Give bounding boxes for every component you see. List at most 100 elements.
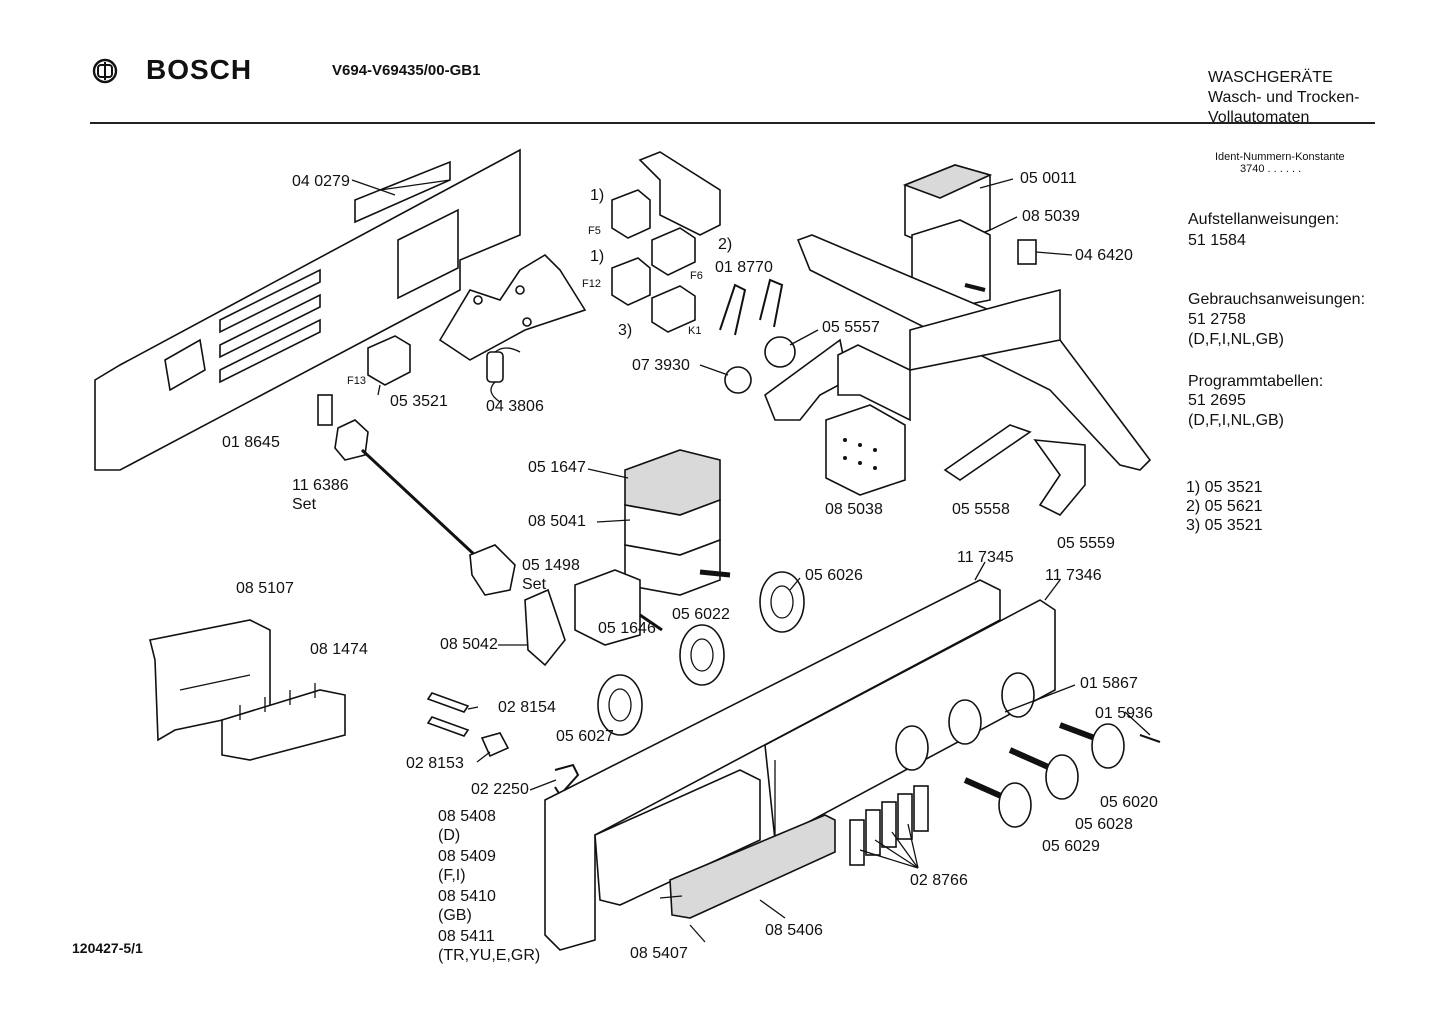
switch-block-08-1474-part (221, 683, 346, 761)
document-number: 120427-5/1 (72, 940, 143, 956)
part-label: 05 5558 (952, 501, 1010, 518)
gebrauch-lang: (D,F,I,NL,GB) (1188, 331, 1285, 348)
part-label: 05 1646 (598, 620, 656, 637)
relay-f13-part (367, 335, 411, 396)
push-button-part (849, 785, 929, 869)
timer-main-part (624, 449, 731, 596)
part-label: 05 6026 (805, 567, 863, 584)
part-label: 05 6020 (1100, 794, 1158, 811)
lamp-part (724, 366, 752, 394)
part-variant: (D) (438, 827, 461, 844)
ident-value: 3740 . . . . . . (1240, 163, 1302, 175)
gebrauch-label: Gebrauchsanweisungen: (1188, 291, 1366, 308)
part-label-set: Set (292, 496, 317, 513)
lever-part (943, 424, 1032, 481)
part-variant: (GB) (438, 907, 472, 924)
part-label: 11 6386 (292, 477, 349, 494)
part-label: 08 1474 (310, 641, 368, 658)
leader-lines (351, 178, 1151, 943)
clip-part (719, 278, 784, 336)
relay-code: F12 (582, 278, 601, 290)
part-label: 08 5038 (825, 501, 883, 518)
relay-code: F13 (347, 375, 366, 387)
program-switch-part (574, 569, 663, 646)
part-label: 07 3930 (632, 357, 690, 374)
part-label: 08 5039 (1022, 208, 1080, 225)
capacitor-part (486, 347, 521, 403)
relay-code: F5 (588, 225, 601, 237)
part-variant: (F,I) (438, 867, 466, 884)
part-label: 08 5042 (440, 636, 498, 653)
switch-part (764, 336, 796, 368)
gebrauch-value: 51 2758 (1188, 311, 1246, 328)
part-label: 08 5408 (438, 808, 496, 825)
part-label: 04 0279 (292, 173, 350, 190)
footnote-2: 2) 05 5621 (1186, 498, 1263, 515)
brand-name: BOSCH (146, 54, 253, 85)
relay-set-part (611, 189, 696, 333)
module-08-5038-part (825, 404, 906, 496)
part-label: 08 5407 (630, 945, 688, 962)
marker-label: 3) (618, 322, 633, 339)
part-label: 08 5107 (236, 580, 294, 597)
display-frame-part (594, 769, 761, 906)
part-label: 05 1647 (528, 459, 586, 476)
part-label: 05 5557 (822, 319, 880, 336)
l-bracket-part (837, 344, 911, 422)
bracket-part (438, 253, 587, 361)
model-number: V694-V69435/00-GB1 (332, 62, 481, 79)
category-line-2: Wasch- und Trocken- (1208, 89, 1360, 106)
aufstell-label: Aufstellanweisungen: (1188, 211, 1340, 228)
marker-label: 1) (590, 187, 605, 204)
footnote-1: 1) 05 3521 (1186, 479, 1263, 496)
part-label: 01 8770 (715, 259, 773, 276)
relay-code: K1 (688, 325, 702, 337)
potentiometer-part (524, 588, 566, 667)
control-knob-part (963, 722, 1161, 828)
bosch-logo-icon (92, 58, 118, 84)
part-label: 02 2250 (471, 781, 529, 798)
connector-part (317, 394, 333, 426)
part-label: 05 6027 (556, 728, 614, 745)
programm-value: 51 2695 (1188, 392, 1246, 409)
category-line-3: Vollautomaten (1208, 109, 1310, 126)
small-relay-part (1017, 239, 1037, 265)
part-label: 05 6029 (1042, 838, 1100, 855)
part-label: 04 6420 (1075, 247, 1133, 264)
rail-part (796, 234, 1152, 471)
part-label: 02 8766 (910, 872, 968, 889)
marker-label: 2) (718, 236, 733, 253)
category-line-1: WASCHGERÄTE (1208, 69, 1333, 86)
lamp-bracket-part (764, 338, 849, 421)
programm-label: Programmtabellen: (1188, 373, 1324, 390)
part-label: 08 5406 (765, 922, 823, 939)
programm-lang: (D,F,I,NL,GB) (1188, 412, 1285, 429)
footnote-3: 3) 05 3521 (1186, 517, 1263, 534)
rear-frame-part (94, 148, 521, 471)
part-label-set: Set (522, 576, 547, 593)
connector-strip-part (638, 151, 721, 236)
part-label: 01 5936 (1095, 705, 1153, 722)
part-label: 02 8153 (406, 755, 464, 772)
part-label: 02 8154 (498, 699, 556, 716)
part-label: 08 5041 (528, 513, 586, 530)
part-label: 05 6028 (1075, 816, 1133, 833)
spring-clip-part (554, 763, 580, 797)
part-label: 11 7346 (1045, 567, 1102, 584)
guide-part (1033, 439, 1086, 516)
ident-label: Ident-Nummern-Konstante (1215, 151, 1345, 163)
part-label: 08 5409 (438, 848, 496, 865)
part-label: 05 6022 (672, 606, 730, 623)
part-label: 05 0011 (1020, 170, 1077, 187)
pin-part (426, 692, 510, 758)
marker-label: 1) (590, 248, 605, 265)
part-label: 04 3806 (486, 398, 544, 415)
part-label: 08 5411 (438, 928, 495, 945)
part-label: 01 5867 (1080, 675, 1138, 692)
knob-ring-part (597, 571, 805, 736)
part-label: 01 8645 (222, 434, 280, 451)
rail-bracket-part (909, 288, 1061, 371)
part-label: 05 1498 (522, 557, 580, 574)
part-variant: (TR,YU,E,GR) (438, 947, 541, 964)
